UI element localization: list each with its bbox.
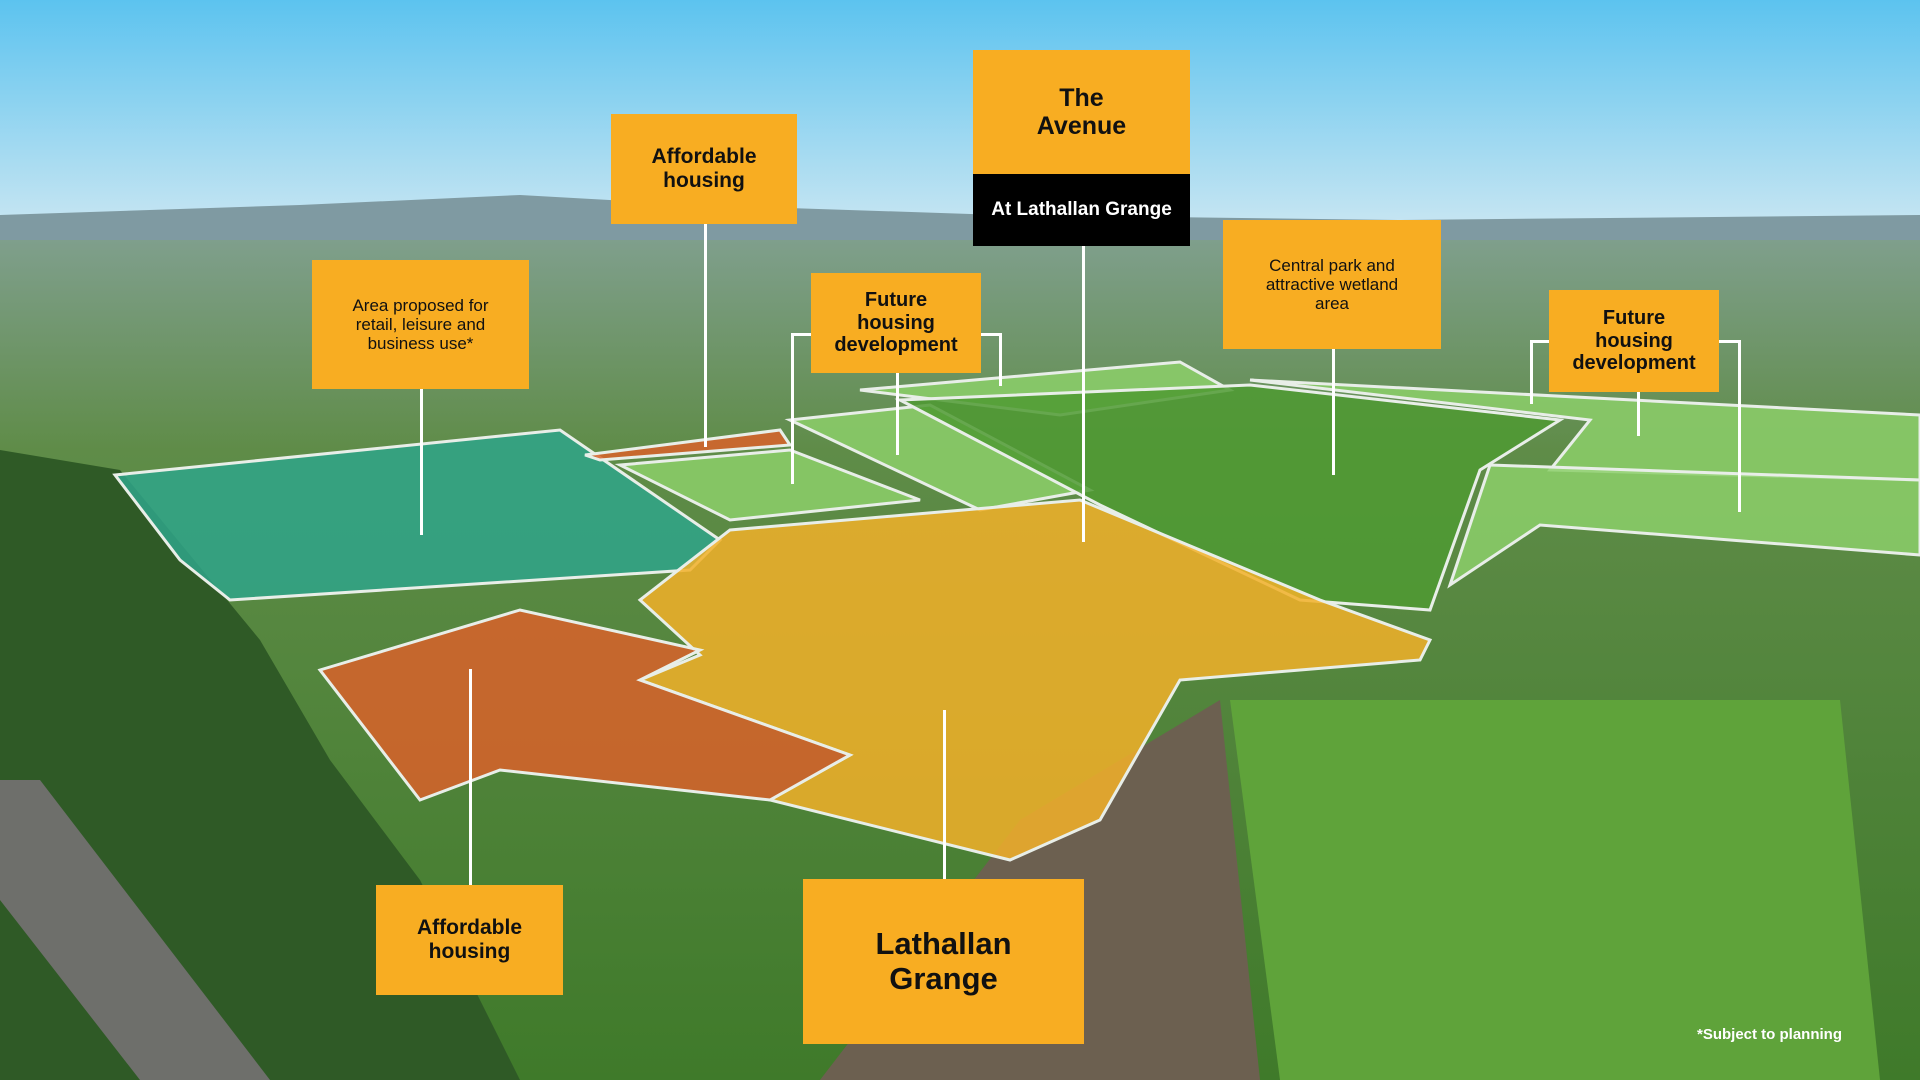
- label-future-housing-right: Future housing development: [1549, 290, 1719, 392]
- footnote-subject-to-planning: *Subject to planning: [1697, 1026, 1842, 1043]
- field-right: [1230, 700, 1880, 1080]
- label-the-avenue: The Avenue: [973, 50, 1190, 174]
- zone-affordable-bottom: [317, 608, 854, 802]
- sky: [0, 0, 1920, 230]
- connector-future-mid-right-h: [981, 333, 1001, 336]
- connector-future-mid-left: [791, 333, 794, 484]
- label-at-lathallan-grange: At Lathallan Grange: [973, 174, 1190, 246]
- label-retail-leisure-business: Area proposed for retail, leisure and bu…: [312, 260, 529, 389]
- label-central-park: Central park and attractive wetland area: [1223, 220, 1441, 349]
- zone-future-right-b: [1447, 463, 1920, 589]
- connector-future-right-left: [1530, 340, 1533, 404]
- connector-lathallan-grange: [943, 710, 946, 879]
- zone-future-mid-a: [614, 448, 921, 522]
- connector-central-park: [1332, 349, 1335, 475]
- zone-grange: [635, 498, 1433, 862]
- label-lathallan-grange: Lathallan Grange: [803, 879, 1084, 1044]
- connector-future-right-left-h: [1530, 340, 1550, 343]
- connector-affordable-bottom: [469, 669, 472, 885]
- label-future-housing-mid: Future housing development: [811, 273, 981, 373]
- zone-affordable-top: [584, 428, 793, 462]
- label-affordable-housing-top: Affordable housing: [611, 114, 797, 224]
- connector-future-right-center: [1637, 392, 1640, 436]
- connector-future-mid-center: [896, 373, 899, 455]
- label-affordable-housing-bottom: Affordable housing: [376, 885, 563, 995]
- connector-avenue: [1082, 246, 1085, 542]
- connector-affordable-top: [704, 224, 707, 447]
- connector-future-mid-right: [999, 333, 1002, 386]
- connector-retail: [420, 389, 423, 535]
- connector-future-right-right: [1738, 340, 1741, 512]
- connector-future-mid-left-h: [791, 333, 811, 336]
- motorway: [0, 780, 270, 1080]
- connector-future-right-right-h: [1719, 340, 1740, 343]
